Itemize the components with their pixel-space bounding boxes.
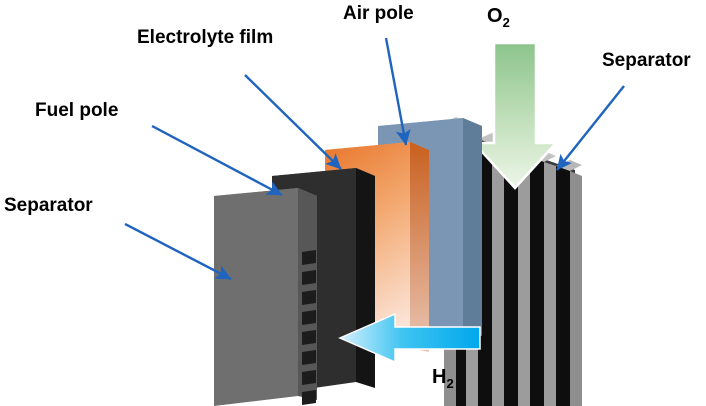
arrow-air-pole (384, 37, 411, 146)
label-h2-symbol: H (432, 366, 447, 388)
left-separator-slots (302, 250, 316, 405)
o2-flow-arrow (471, 41, 559, 190)
arrow-separator-left (124, 222, 232, 281)
leader-arrows (124, 37, 625, 281)
label-h2-subscript: 2 (446, 376, 454, 391)
arrow-electrolyte-film (244, 74, 342, 170)
label-separator-right: Separator (602, 50, 691, 71)
label-o2-subscript: 2 (502, 15, 510, 30)
arrow-fuel-pole (151, 124, 283, 197)
label-electrolyte-film: Electrolyte film (137, 27, 274, 48)
right-separator-finned (444, 117, 582, 406)
left-separator-plate (214, 188, 317, 406)
arrow-separator-right (556, 85, 625, 171)
label-separator-left: Separator (4, 195, 93, 216)
separator-fin-group (452, 124, 582, 406)
label-fuel-pole: Fuel pole (35, 100, 119, 121)
label-o2: O2 (487, 5, 510, 30)
label-h2: H2 (432, 366, 454, 391)
label-air-pole: Air pole (343, 3, 414, 24)
label-o2-symbol: O (487, 5, 503, 27)
h2-flow-arrow (338, 312, 481, 364)
